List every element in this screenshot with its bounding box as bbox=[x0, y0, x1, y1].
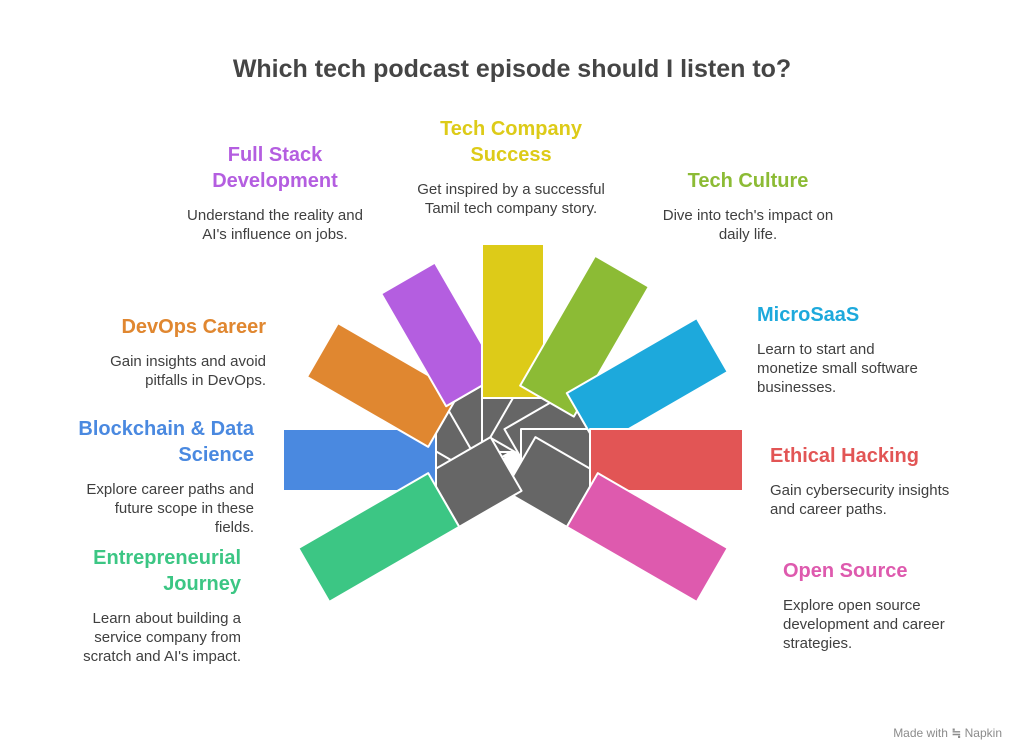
topic-title: Ethical Hacking bbox=[770, 445, 919, 467]
topic-desc: Gain insights and avoid pitfalls in DevO… bbox=[110, 353, 266, 389]
topic-microsaas: MicroSaaS Learn to start and monetize sm… bbox=[757, 302, 967, 397]
topic-opensource: Open Source Explore open source developm… bbox=[783, 558, 993, 653]
topic-desc: Explore open source development and care… bbox=[783, 597, 945, 652]
topic-desc: Learn about building a service company f… bbox=[83, 610, 241, 665]
blade-devops bbox=[305, 322, 461, 448]
topic-techculture: Tech Culture Dive into tech's impact on … bbox=[648, 168, 848, 244]
blade-techculture bbox=[519, 254, 650, 418]
blade-ethical bbox=[589, 428, 744, 492]
blade-opensource bbox=[565, 472, 729, 603]
topic-ethical: Ethical Hacking Gain cybersecurity insig… bbox=[770, 443, 980, 519]
topic-desc: Dive into tech's impact on daily life. bbox=[662, 207, 834, 243]
topic-desc: Understand the reality and AI's influenc… bbox=[187, 207, 363, 243]
topic-desc: Explore career paths and future scope in… bbox=[86, 481, 254, 536]
blade-microsaas bbox=[565, 317, 729, 448]
topic-title: DevOps Career bbox=[121, 316, 266, 338]
topic-title: Full Stack Development bbox=[212, 144, 338, 192]
topic-title: MicroSaaS bbox=[757, 304, 860, 326]
topic-desc: Gain cybersecurity insights and career p… bbox=[770, 482, 950, 518]
topic-devops: DevOps Career Gain insights and avoid pi… bbox=[6, 314, 266, 390]
blade-entrepreneur bbox=[297, 472, 461, 603]
topic-blockchain: Blockchain & Data Science Explore career… bbox=[0, 416, 254, 537]
topic-title: Tech Company Success bbox=[440, 118, 582, 166]
blade-blockchain bbox=[282, 428, 437, 492]
topic-desc: Learn to start and monetize small softwa… bbox=[757, 341, 918, 396]
napkin-logo-icon: ≒ bbox=[951, 726, 962, 740]
page-title: Which tech podcast episode should I list… bbox=[232, 55, 792, 83]
blade-techcompany bbox=[481, 243, 545, 399]
topic-fullstack: Full Stack Development Understand the re… bbox=[172, 142, 378, 244]
topic-title: Tech Culture bbox=[687, 170, 809, 192]
topic-title: Entrepreneurial Journey bbox=[93, 547, 241, 595]
footer-credit: Made with ≒ Napkin bbox=[893, 726, 1002, 740]
topic-desc: Get inspired by a successful Tamil tech … bbox=[417, 181, 605, 217]
topic-title: Blockchain & Data Science bbox=[78, 418, 254, 466]
topic-title: Open Source bbox=[783, 560, 908, 582]
topic-entrepreneur: Entrepreneurial Journey Learn about buil… bbox=[11, 545, 241, 666]
topic-techcompany: Tech Company Success Get inspired by a s… bbox=[404, 116, 618, 218]
